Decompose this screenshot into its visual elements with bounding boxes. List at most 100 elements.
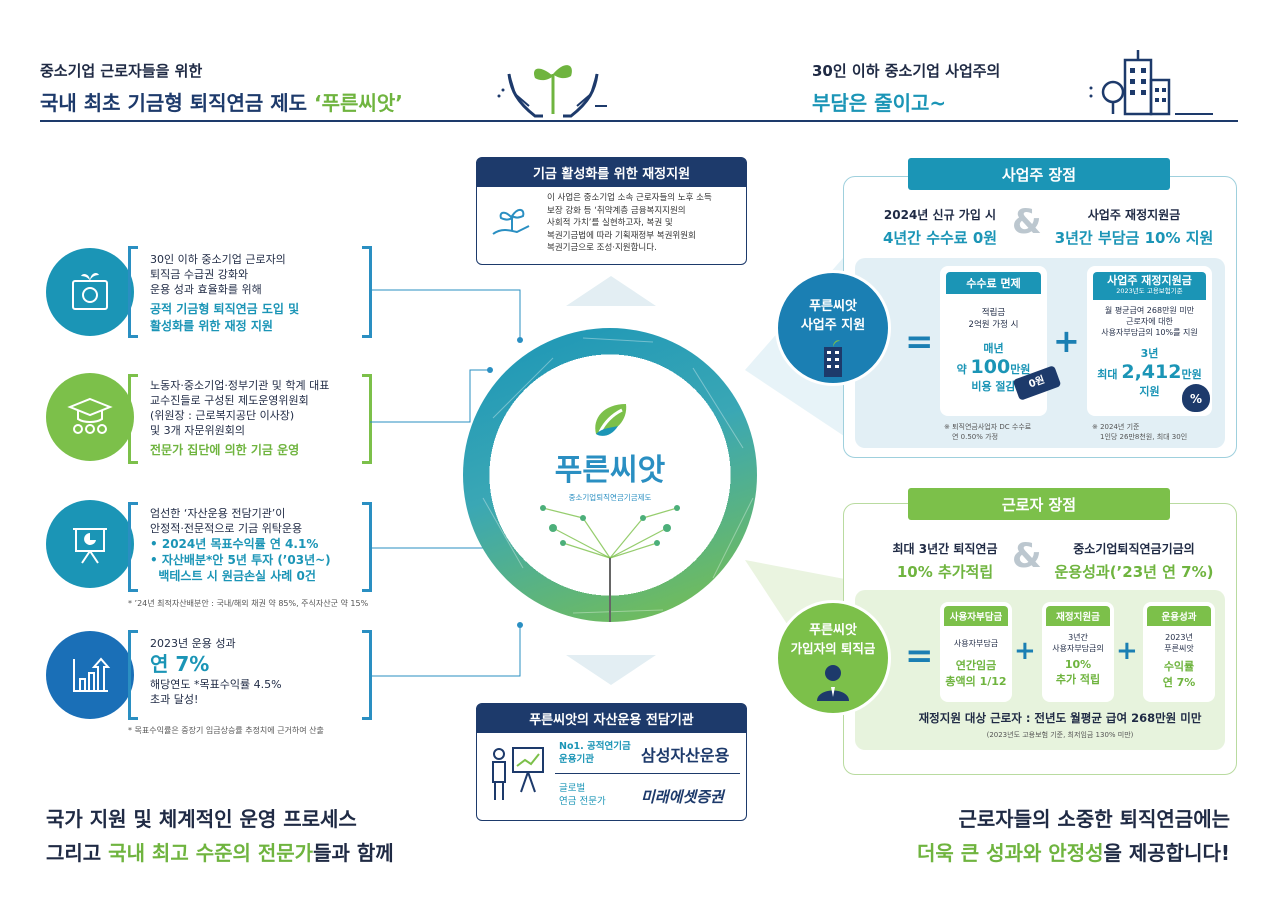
manager-name-samsung: 삼성자산운용 <box>641 746 730 765</box>
employer-card-subsidy: 사업주 재정지원금 2023년도 고용보험기준 월 평균급여 268만원 미만 … <box>1087 266 1212 416</box>
item-4-line: 2023년 운용 성과 <box>150 637 236 650</box>
item-2-line: 노동자·중소기업·정부기관 및 학계 대표 <box>150 379 330 392</box>
item-4-bracket-left <box>128 630 138 720</box>
ampersand-icon: & <box>1012 202 1042 242</box>
card-value-main: 최대 2,412만원 <box>1087 361 1212 383</box>
employer-right-main: 3년간 부담금 10% 지원 <box>1054 229 1214 247</box>
card-value: 총액의 1/12 <box>945 675 1007 688</box>
ampersand-icon: & <box>1012 536 1042 576</box>
footer-right-line: 근로자들의 소중한 퇴직연금에는 <box>958 807 1230 831</box>
item-3-bracket-left <box>128 502 138 592</box>
footer-right-line2: 더욱 큰 성과와 안정성을 제공합니다! <box>870 836 1230 870</box>
card-value: 지원 <box>1139 385 1160 398</box>
card-head-title: 사업주 재정지원금 <box>1107 274 1192 287</box>
item-1-highlight: 활성화를 위한 재정 지원 <box>150 319 273 333</box>
card-line: 월 평균급여 268만원 미만 <box>1104 306 1195 315</box>
card-value-number: 100 <box>970 356 1011 378</box>
money-bag-icon: % <box>1182 384 1210 412</box>
header-divider <box>40 120 1238 122</box>
footer-left-line: 국가 지원 및 체계적인 운영 프로세스 <box>46 807 357 831</box>
card-line: 푸른씨앗 <box>1164 644 1194 653</box>
item-4-line: 초과 달성! <box>150 693 199 706</box>
item-3-bullet: • 자산배분*안 5년 투자 (’03년~) <box>150 553 331 567</box>
manager-label-line: No1. 공적연기금 <box>559 741 631 752</box>
item-2-line: (위원장 : 근로복지공단 이사장) <box>150 409 295 422</box>
footer-left-highlight: 국내 최고 수준의 전문가 <box>108 841 314 865</box>
card-line: 3년간 <box>1068 633 1088 642</box>
center-top-line: 보장 강화 등 ‘취약계층 금융복지지원의 <box>547 205 686 216</box>
safe-icon <box>72 273 108 310</box>
item-4-line: 해당연도 *목표수익률 4.5% <box>150 678 282 691</box>
card-value-number: 2,412 <box>1121 361 1182 383</box>
item-1-line: 퇴직금 수급권 강화와 <box>150 268 249 281</box>
item-4-text: 2023년 운용 성과 연 7% 해당연도 *목표수익률 4.5% 초과 달성! <box>150 636 365 707</box>
header-subtitle: 중소기업 근로자들을 위한 <box>40 62 203 80</box>
item-3-text: 엄선한 ‘자산운용 전담기관’이 안정적·전문적으로 기금 위탁운용 • 202… <box>150 506 365 584</box>
worker-target-note: (2023년도 고용보험 기준, 최저임금 130% 미만) <box>986 731 1134 739</box>
item-1-bracket-left <box>128 246 138 338</box>
card-value: 10% <box>1064 658 1092 671</box>
center-bottom-title: 푸른씨앗의 자산운용 전담기관 <box>477 704 746 733</box>
card-head: 사용자부담금 <box>944 606 1008 626</box>
worker-benefit-right: 중소기업퇴직연금기금의 운용성과(’23년 연 7%) <box>1044 540 1224 582</box>
center-top-line: 복권기금법에 따라 기획재정부 복권위원회 <box>547 230 696 241</box>
item-4-bracket-right <box>362 630 372 720</box>
center-top-box: 기금 활성화를 위한 재정지원 이 사업은 중소기업 소속 근로자들의 노후 소… <box>476 157 747 265</box>
manager-name-mirae: 미래에셋증권 <box>641 788 724 806</box>
hands-sprout-icon <box>497 65 607 118</box>
arrow-up-icon <box>566 276 656 306</box>
graduate-group-icon <box>67 397 113 434</box>
item-3-line: 안정적·전문적으로 기금 위탁운용 <box>150 522 303 535</box>
employer-card-subsidy-note: ※ 2024년 기준 1인당 26만8천원, 최대 30인 <box>1092 422 1217 442</box>
hand-sprout-icon <box>492 209 530 235</box>
center-top-line: 이 사업은 중소기업 소속 근로자들의 노후 소득 <box>547 193 712 203</box>
card-value: 연간임금 <box>955 659 997 672</box>
item-2-bracket-left <box>128 374 138 464</box>
item-3-line: 엄선한 ‘자산운용 전담기관’이 <box>150 507 286 520</box>
item-1-highlight: 공적 기금형 퇴직연금 도입 및 <box>150 302 300 316</box>
worker-card-subsidy: 재정지원금 3년간 사용자부담금의 10% 추가 적립 <box>1042 602 1114 702</box>
card-value: 3년 <box>1140 347 1159 360</box>
footer-right-part: 을 제공합니다! <box>1103 841 1230 865</box>
card-value-prefix: 약 <box>956 363 971 376</box>
worker-benefit-left: 최대 3년간 퇴직연금 10% 추가적립 <box>880 540 1010 582</box>
worker-circle-line: 가입자의 퇴직금 <box>790 641 876 656</box>
center-top-line: 사회적 가치’를 실현하고자, 복권 및 <box>547 218 673 228</box>
employer-right-sub: 사업주 재정지원금 <box>1087 208 1181 222</box>
item-1-line: 30인 이하 중소기업 근로자의 <box>150 253 286 266</box>
card-head-sub: 2023년도 고용보험기준 <box>1116 287 1183 295</box>
note-line: 연 0.50% 가정 <box>952 433 999 441</box>
worker-ribbon: 근로자 장점 <box>908 488 1170 520</box>
header-right-title: 부담은 줄이고~ <box>812 91 947 115</box>
item-2-line: 및 3개 자문위원회의 <box>150 424 245 437</box>
arrow-down-icon <box>566 655 656 685</box>
center-top-title: 기금 활성화를 위한 재정지원 <box>477 158 746 187</box>
worker-card-employer-contribution: 사용자부담금 사용자부담금 연간임금 총액의 1/12 <box>940 602 1012 702</box>
center-top-line: 복권기금으로 조성·지원합니다. <box>547 243 657 253</box>
card-value: 수익률 <box>1163 660 1195 673</box>
item-4-icon-circle <box>46 631 134 719</box>
item-3-bullet: • 2024년 목표수익률 연 4.1% <box>150 537 319 551</box>
employer-benefit-left: 2024년 신규 가입 시 4년간 수수료 0원 <box>870 206 1010 248</box>
footer-right: 근로자들의 소중한 퇴직연금에는 더욱 큰 성과와 안정성을 제공합니다! <box>870 802 1230 870</box>
manager-row-1: No1. 공적연기금 운용기관 삼성자산운용 <box>555 738 740 774</box>
presentation-chart-icon <box>73 528 107 564</box>
presenter-icon <box>492 747 544 800</box>
card-value-main: 약 100만원 <box>940 356 1047 378</box>
card-value-unit: 만원 <box>1010 363 1031 376</box>
manager-label-line: 운용기관 <box>559 754 594 765</box>
footer-left-part: 들과 함께 <box>313 841 394 865</box>
worker-left-main: 10% 추가적립 <box>896 563 994 581</box>
header-title: 국내 최초 기금형 퇴직연금 제도 ‘푸른씨앗’ <box>40 87 403 116</box>
seed-logo-icon <box>595 404 627 436</box>
card-head: 재정지원금 <box>1046 606 1110 626</box>
card-line: 2억원 가정 시 <box>968 320 1019 330</box>
manager-label-line: 연금 전문가 <box>559 796 606 807</box>
employer-left-sub: 2024년 신규 가입 시 <box>883 208 997 222</box>
header-title-brand: ‘푸른씨앗’ <box>314 91 403 115</box>
manager-label: No1. 공적연기금 운용기관 <box>559 740 631 766</box>
note-line: 1인당 26만8천원, 최대 30인 <box>1100 433 1188 441</box>
note-line: ※ 퇴직연금사업자 DC 수수료 <box>944 423 1032 431</box>
card-value-unit: 만원 <box>1181 368 1202 381</box>
employer-circle-line: 사업주 지원 <box>800 318 866 333</box>
